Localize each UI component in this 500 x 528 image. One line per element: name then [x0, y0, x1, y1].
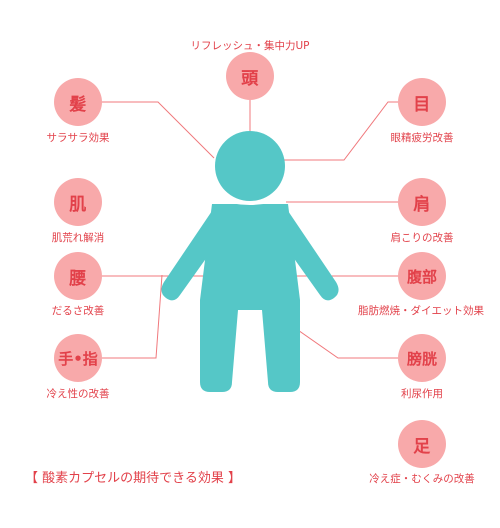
head-badge: 頭	[226, 52, 274, 100]
eyes-badge: 目	[398, 78, 446, 126]
connector-hair	[102, 101, 215, 159]
connector-eyes	[264, 101, 398, 161]
shoulder-effect-label: 肩こりの改善	[390, 232, 454, 244]
hands-effect-label: 冷え性の改善	[46, 388, 110, 400]
shoulder-badge: 肩	[398, 178, 446, 226]
feet-badge: 足	[398, 420, 446, 468]
waist-badge: 腰	[54, 252, 102, 300]
figure-right-arm	[268, 205, 339, 301]
bladder-effect-label: 利尿作用	[401, 388, 443, 400]
head-effect-label: リフレッシュ・集中力UP	[190, 40, 310, 52]
feet-effect-label: 冷え症・むくみの改善	[369, 473, 475, 485]
abdomen-badge: 腹部	[398, 252, 446, 300]
waist-effect-label: だるさ改善	[51, 305, 105, 317]
hands-badge: 手•指	[54, 334, 102, 382]
figure-left-arm	[161, 205, 232, 301]
eyes-effect-label: 眼精疲労改善	[390, 132, 454, 144]
skin-badge: 肌	[54, 178, 102, 226]
hair-badge: 髪	[54, 78, 102, 126]
figure-head	[215, 131, 285, 201]
bladder-badge: 膀胱	[398, 334, 446, 382]
hair-effect-label: サラサラ効果	[46, 132, 110, 144]
figure-torso	[200, 204, 300, 392]
connector-hands	[102, 274, 163, 359]
diagram-caption: 【 酸素カプセルの期待できる効果 】	[25, 471, 242, 486]
abdomen-effect-label: 脂肪燃焼・ダイエット効果	[358, 305, 484, 317]
skin-effect-label: 肌荒れ解消	[51, 232, 105, 244]
